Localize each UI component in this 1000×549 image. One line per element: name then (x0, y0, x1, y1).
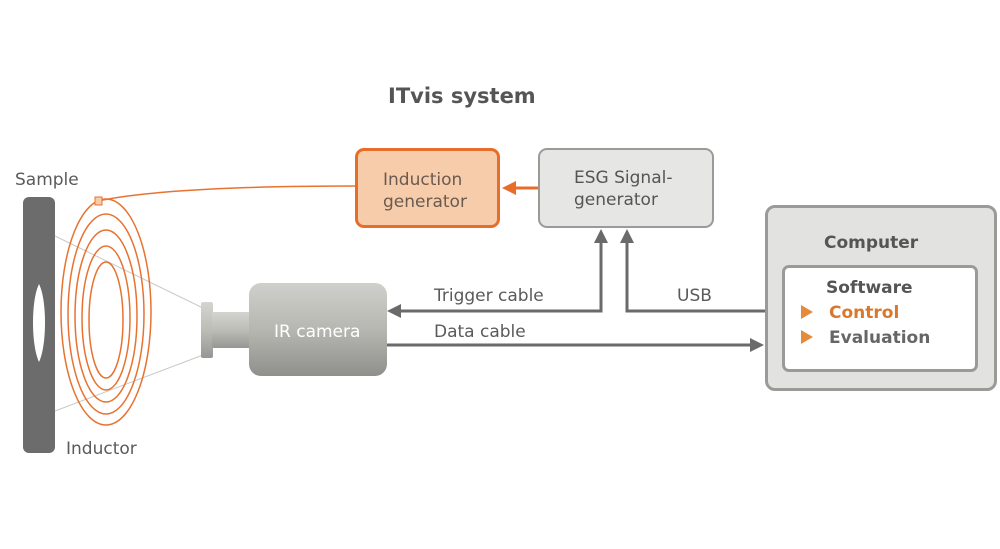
inductor-coil (60, 185, 357, 426)
induction-generator-line-2: generator (383, 192, 467, 212)
trigger-cable-label: Trigger cable (434, 286, 544, 306)
induction-generator-line-1: Induction (383, 170, 463, 190)
play-triangle-icon (801, 330, 813, 344)
software-title: Software (826, 278, 913, 298)
usb-arrowhead-up (620, 229, 634, 243)
sample-defect (33, 284, 45, 362)
software-box: Software Control Evaluation (782, 265, 978, 372)
data-cable-label: Data cable (434, 322, 526, 342)
computer-title: Computer (824, 233, 919, 253)
usb-label: USB (677, 286, 712, 306)
coil-connector (94, 196, 103, 206)
inductor-label: Inductor (66, 439, 137, 459)
arrow-usb (625, 240, 765, 313)
esg-line-1: ESG Signal- (574, 168, 673, 188)
software-item-evaluation-label: Evaluation (829, 328, 931, 348)
software-item-evaluation: Evaluation (801, 327, 930, 349)
arrow-trigger-cable (399, 240, 603, 313)
trigger-arrowhead-left (387, 304, 401, 318)
software-item-control-label: Control (829, 303, 900, 323)
data-cable-arrowhead (750, 338, 764, 352)
induction-generator-box: Induction generator (355, 148, 500, 228)
ir-camera-body (201, 283, 387, 376)
sample-label: Sample (15, 170, 79, 190)
arrow-esg-to-induction (502, 181, 538, 195)
diagram-title: ITvis system (388, 84, 536, 108)
fov-line-bottom (54, 354, 204, 412)
ir-camera-label: IR camera (274, 322, 361, 342)
esg-line-2: generator (574, 190, 658, 210)
fov-line-top (54, 235, 204, 309)
computer-box: Computer Software Control Evaluation (765, 205, 997, 391)
software-item-control: Control (801, 302, 899, 324)
trigger-arrowhead-up (594, 229, 608, 243)
play-triangle-icon (801, 305, 813, 319)
esg-signal-generator-box: ESG Signal- generator (538, 148, 714, 228)
